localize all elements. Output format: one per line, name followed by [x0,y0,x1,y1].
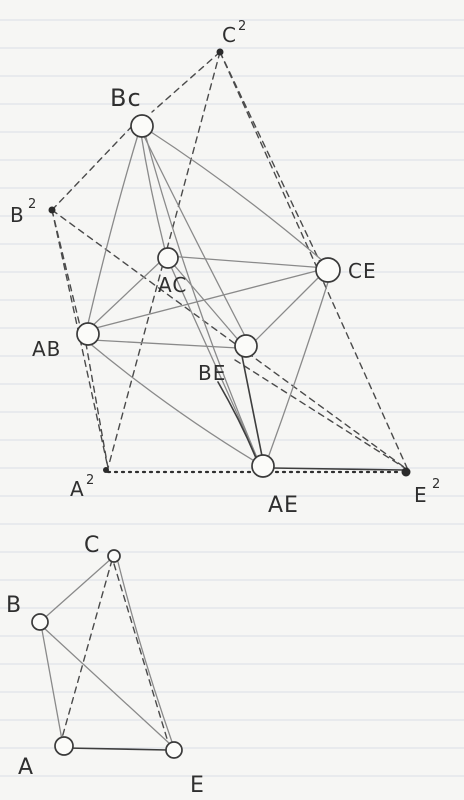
label-E: E [190,773,205,798]
node-CE [315,257,341,283]
node-AC [157,247,179,269]
label-BE: BE [198,361,226,385]
node-A2 [103,467,109,473]
label-B2: B [10,203,25,227]
label-C2-sup: 2 [238,19,246,34]
label-AE: AE [268,493,299,518]
node-AE [251,454,275,478]
label-A: A [18,755,34,780]
node-C2 [216,48,224,56]
label-C2: C [222,23,237,47]
label-E2-sup: 2 [432,477,440,492]
top-nodes [48,48,411,478]
node-BE [234,334,258,358]
node-B [31,613,49,631]
node-A [54,736,74,756]
label-A2-sup: 2 [86,473,94,488]
node-B2 [48,206,56,214]
node-E2 [401,467,411,477]
bottom-labels: C B A E [6,533,205,798]
label-AC: AC [158,273,187,297]
top-solid-edges [86,127,405,471]
bottom-nodes [31,549,183,759]
label-E2: E [414,483,428,507]
label-AB: AB [32,337,61,361]
label-CE: CE [348,259,377,283]
node-C [107,549,121,563]
label-C: C [84,533,100,558]
label-B: B [6,593,22,618]
node-AB [76,322,100,346]
label-A2: A [70,477,85,501]
top-labels: C 2 Bc B 2 AC CE AB BE A 2 AE E 2 [10,19,440,518]
bottom-edges [39,557,173,751]
label-B2-sup: 2 [28,197,36,212]
label-Bc: Bc [110,84,142,112]
node-E [165,741,183,759]
node-Bc [130,114,154,138]
